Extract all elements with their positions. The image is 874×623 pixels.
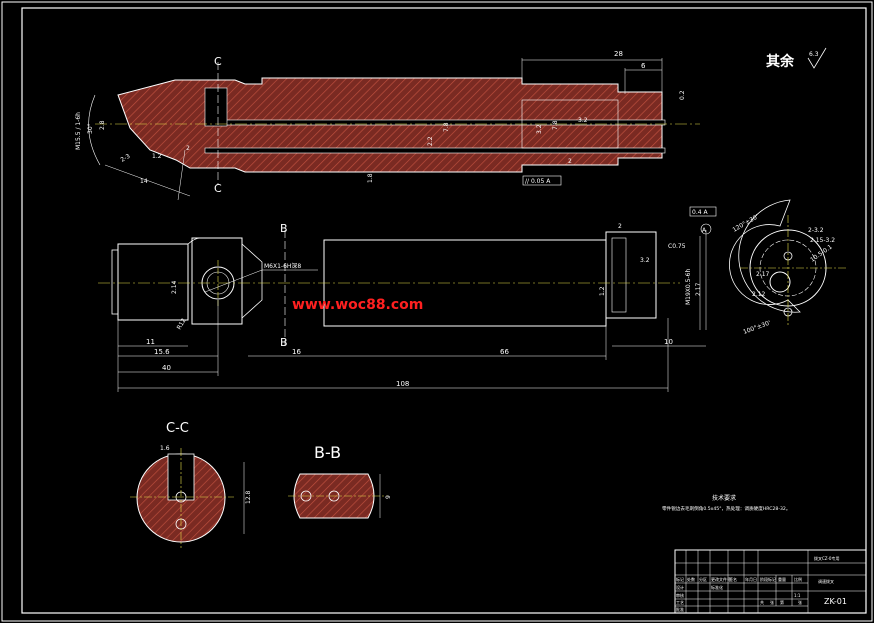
gdt-parallel: // 0.05 A: [525, 178, 551, 185]
dim-7-8b: 7.8: [552, 120, 559, 130]
section-mark-c-top: C: [214, 55, 222, 68]
dim-120deg: 120°±30': [732, 213, 761, 234]
roughness-value: 6.3: [809, 51, 819, 58]
tb-label-11: 比例: [794, 576, 802, 582]
section-mark-b-bottom: B: [280, 336, 288, 349]
tech-req-title: 技术要求: [712, 494, 736, 502]
section-mark-b-top: B: [280, 222, 288, 235]
side-end-view: [729, 199, 846, 325]
tb-label-15: 共: [760, 599, 764, 605]
top-section-view: [88, 58, 700, 201]
dim-2-15: 2.15-3.2: [810, 237, 835, 244]
dim-12-8: 12.8: [245, 490, 252, 504]
dim-108: 108: [396, 380, 409, 388]
dim-3-2a: 3.2: [536, 124, 543, 134]
tb-scale: 1:1: [794, 593, 801, 598]
dim-3-2b: 3.2: [578, 117, 588, 124]
tb-label-16: 张: [770, 599, 774, 605]
dim-28: 28: [614, 50, 623, 58]
dim-2-17-side: 2.17: [756, 271, 770, 278]
section-cc-title: C-C: [166, 421, 189, 436]
cross-hole: [204, 87, 228, 127]
dim-2-8: 2.8: [99, 120, 106, 130]
watermark-text: www.woc88.com: [292, 297, 423, 313]
shaft-end: [605, 231, 657, 319]
dim-66: 66: [500, 348, 509, 356]
dim-11: 11: [146, 338, 155, 346]
tb-label-1: 标记: [676, 576, 684, 582]
roughness-symbol: [807, 47, 827, 69]
dim-100deg: 100°±30': [742, 319, 772, 336]
dim-40: 40: [162, 364, 171, 372]
section-bb: [288, 473, 388, 519]
dim-m15: M15.5 / 1-6h: [75, 112, 82, 150]
tb-label-2: 处数: [687, 576, 695, 582]
dim-9: 9: [385, 495, 392, 499]
tb-label-18: 张: [798, 599, 802, 605]
dim-m19: M19X0.5-6h: [685, 269, 692, 305]
dim-7-8a: 7.8: [443, 122, 450, 132]
dim-2-14: 2.14: [171, 280, 178, 294]
dim-2: 2: [186, 145, 190, 152]
dim-1-2: 1.2: [152, 153, 162, 160]
dim-30deg: 30°: [87, 123, 94, 134]
dim-2-main: 2: [618, 223, 622, 230]
tb-label-6: 年月日: [745, 576, 757, 582]
thread-callout: M6X1-6H深8: [264, 262, 301, 270]
datum-a-label: A: [702, 227, 707, 234]
tech-req-text: 零件锐边去毛刺倒角0.5x45°，热处理：调质硬度HRC28-32。: [662, 505, 790, 512]
dim-chamfer: C0.75: [668, 243, 686, 250]
runout-frame: [689, 206, 717, 217]
dim-15-6: 15.6: [154, 348, 170, 356]
title-drawing-no: ZK-01: [824, 597, 847, 606]
tb-label-7: 设计: [676, 584, 684, 590]
datum-a-circle: [700, 223, 712, 235]
main-elevation-view: [98, 206, 717, 392]
dim-16: 16: [292, 348, 301, 356]
dim-r12: R12: [176, 317, 188, 331]
dim-10: 10: [664, 338, 673, 346]
section-bb-title: B-B: [314, 443, 341, 462]
tb-label-4: 更改文件号: [711, 576, 731, 582]
tb-label-3: 分区: [699, 576, 707, 582]
title-block: [674, 549, 867, 614]
tb-label-9: 阶段标记: [760, 576, 776, 582]
dim-2-12: 2.12: [752, 291, 766, 298]
section-mark-c-bottom: C: [214, 182, 222, 195]
tb-label-17: 第: [780, 599, 784, 605]
gdt-frame: [522, 175, 562, 186]
dim-3-2-main: 3.2: [640, 257, 650, 264]
lower-bore: [204, 147, 666, 154]
title-part-name: 调速拨叉: [818, 578, 834, 584]
dim-2-3: 2-3: [120, 153, 132, 164]
section-cc: [130, 448, 245, 548]
dim-2-3-2: 2-3.2: [808, 227, 824, 234]
dim-1-2-main: 1.2: [599, 286, 606, 296]
tb-label-8: 标准化: [711, 584, 723, 590]
title-company: 拨叉CZ-0专用: [814, 555, 839, 561]
dim-1-8: 1.8: [367, 173, 374, 183]
tb-label-10: 重量: [778, 576, 786, 582]
dim-6: 6: [641, 62, 646, 70]
tb-label-13: 工艺: [676, 600, 684, 605]
dim-2b: 2: [568, 158, 572, 165]
dim-1-6: 1.6: [160, 445, 170, 452]
dim-2-17: 2.17: [695, 282, 702, 296]
tb-label-14: 批准: [676, 606, 684, 612]
tb-label-12: 审核: [676, 592, 684, 598]
tb-label-5: 签名: [729, 576, 737, 582]
dim-10-5: 10.5-0.1: [809, 243, 834, 263]
dim-2-2: 2.2: [427, 136, 434, 146]
inner-frame: [21, 7, 867, 614]
runout-value: 0.4 A: [692, 209, 708, 216]
fork-block: [191, 237, 243, 325]
dim-0-2: 0.2: [679, 90, 686, 100]
dim-14: 14: [140, 178, 148, 185]
roughness-other-label: 其余: [766, 53, 795, 70]
